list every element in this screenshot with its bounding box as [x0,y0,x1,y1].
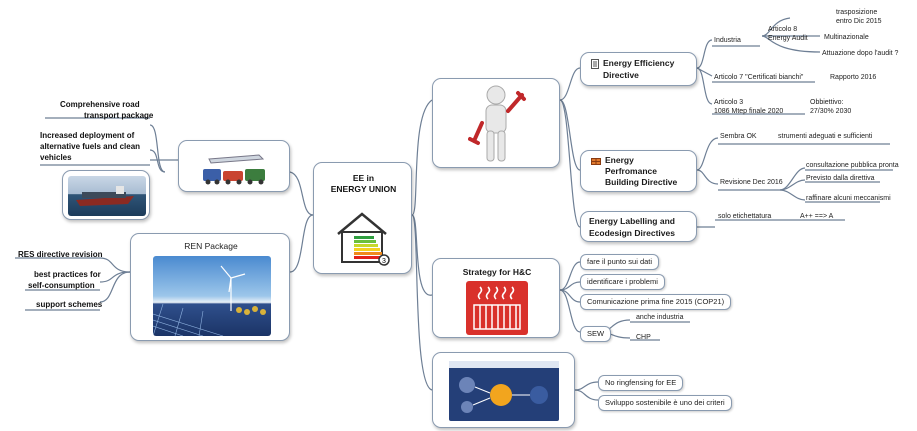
best-practices-line1: best practices for [34,270,101,279]
hc-item-dati[interactable]: fare il punto sui dati [580,254,660,270]
bottom-node[interactable] [432,352,575,428]
fuels-text-line2: alternative fuels and clean [40,142,141,151]
ship-node[interactable] [62,170,150,220]
epbd-title-line1: Energy [605,155,634,165]
epbd-strumenti: strumenti adeguati e sufficienti [778,133,873,140]
eed-articolo8-line2: Energy Audit [768,35,808,42]
epbd-sembra-ok: Sembra OK [720,133,757,140]
energy-label-house-icon: 3 [337,212,390,266]
connector-tools-label [559,99,581,228]
fuels-text-line3: vehicles [40,153,72,162]
tools-node[interactable] [432,78,560,168]
building-icon [591,158,601,165]
eed-industria: Industria [714,37,741,44]
support-schemes: support schemes [36,300,103,309]
eed-articolo7: Articolo 7 "Certificati bianchi" [714,74,804,81]
center-title: EE in ENERGY UNION [330,173,397,194]
ren-node[interactable]: REN Package [130,233,290,341]
document-icon [591,59,599,69]
transport-node[interactable] [178,140,290,192]
connector-center-bottom [411,214,433,391]
ren-title: REN Package [184,241,238,251]
eed-articolo3-line1: Articolo 3 [714,99,744,106]
labelling-title-line1: Energy Labelling and [589,216,675,226]
eed-rapporto: Rapporto 2016 [830,74,877,81]
best-practices-line2: self-consumption [28,281,95,290]
eed-attuazione: Attuazione dopo l'audit ? [822,50,899,57]
labelling-app: A++ ==> A [800,213,834,220]
eed-node[interactable]: Energy Efficiency Directive [580,52,697,86]
bottom-item-sviluppo[interactable]: Sviluppo sostenibile è uno dei criteri [598,395,732,411]
res-revision: RES directive revision [18,250,103,259]
eed-articolo8-line1: Articolo 8 [768,26,798,33]
ship-photo [68,176,146,216]
transport-text-line1: Comprehensive road [60,100,140,109]
epbd-title-line3: Building Directive [605,177,678,187]
bottom-item-ringfensing[interactable]: No ringfensing for EE [598,375,684,391]
eed-articolo3-line2: 1086 Mtep finale 2020 [714,108,784,115]
svg-text:3: 3 [382,258,386,265]
epbd-revisione: Revisione Dec 2016 [720,179,783,186]
ren-solar-wind-photo [153,256,271,336]
labelling-node[interactable]: Energy Labelling and Ecodesign Directive… [580,211,697,242]
connector-center-transport [289,171,314,216]
connector-tools-eed [559,67,581,101]
epbd-consultazione: consultazione pubblica pronta [806,162,899,169]
eed-obiettivo-line1: Obbiettivo: [810,99,844,106]
eed-title-line1: Energy Efficiency [603,58,675,68]
person-with-wrench-icon [468,85,526,162]
fuels-text-line1: Increased deployment of [40,131,135,140]
hc-title: Strategy for H&C [462,267,532,277]
connector-center-ren [289,214,314,273]
hc-item-sew[interactable]: SEW [580,326,612,342]
transport-text-line2: transport package [84,111,154,120]
eed-title-line2: Directive [603,70,639,80]
hc-anche-industria: anche industria [636,314,684,321]
center-node[interactable]: EE in ENERGY UNION 3 [313,162,412,274]
hc-node[interactable]: Strategy for H&C [432,258,560,338]
eed-trasposizione-line2: entro Dic 2015 [836,18,882,25]
labelling-solo: solo etichettatura [718,213,772,220]
connector-tools-epbd [559,99,581,171]
epbd-node[interactable]: Energy Perfromance Building Directive [580,150,697,192]
hc-item-problemi[interactable]: identificare i problemi [580,274,665,290]
eed-multinazionale: Multinazionale [824,34,869,41]
epbd-title-line2: Perfromance [605,166,657,176]
connector-center-tools [411,99,433,216]
hc-item-cop21[interactable]: Comunicazione prima fine 2015 (COP21) [580,294,732,310]
radiator-heat-icon [466,281,528,335]
labelling-title-line2: Ecodesign Directives [589,228,675,238]
eed-obiettivo-line2: 27/30% 2030 [810,108,852,115]
epbd-raffinare: raffinare alcuni meccanismi [806,195,891,202]
epbd-previsto: Previsto dalla direttiva [806,175,875,182]
hc-chp: CHP [636,334,651,341]
eed-trasposizione-line1: trasposizione [836,9,878,16]
diagram-slide-image [449,361,559,421]
transport-vehicles-icon [203,154,265,185]
